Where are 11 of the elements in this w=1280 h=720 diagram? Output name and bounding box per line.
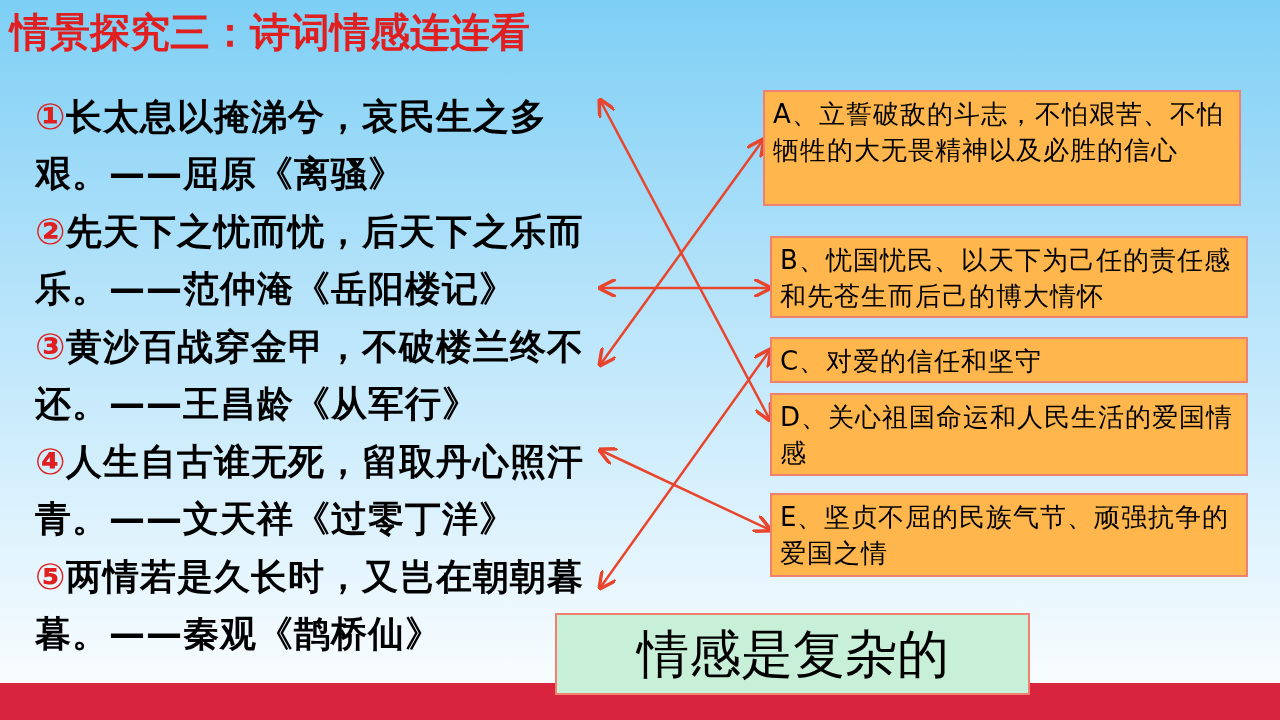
poem-line: ③黄沙百战穿金甲，不破楼兰终不还。——王昌龄《从军行》 bbox=[35, 325, 586, 426]
option-box: E、坚贞不屈的民族气节、顽强抗争的爱国之情 bbox=[770, 493, 1248, 577]
option-box: B、忧国忧民、以天下为己任的责任感和先苍生而后己的博大情怀 bbox=[770, 236, 1248, 318]
poem-line: ④人生自古谁无死，留取丹心照汗青。——文天祥《过零丁洋》 bbox=[35, 440, 586, 541]
option-box: D、关心祖国命运和人民生活的爱国情感 bbox=[770, 393, 1248, 476]
title: 情景探究三：诗词情感连连看 bbox=[10, 8, 530, 57]
summary-box: 情感是复杂的 bbox=[555, 613, 1030, 695]
option-box: A、立誓破敌的斗志，不怕艰苦、不怕牺牲的大无畏精神以及必胜的信心 bbox=[763, 90, 1241, 206]
option-box: C、对爱的信任和坚守 bbox=[770, 337, 1248, 383]
poem-line: ②先天下之忧而忧，后天下之乐而乐。——范仲淹《岳阳楼记》 bbox=[35, 210, 586, 311]
poem-line: ①长太息以掩涕兮，哀民生之多艰。——屈原《离骚》 bbox=[35, 95, 549, 196]
